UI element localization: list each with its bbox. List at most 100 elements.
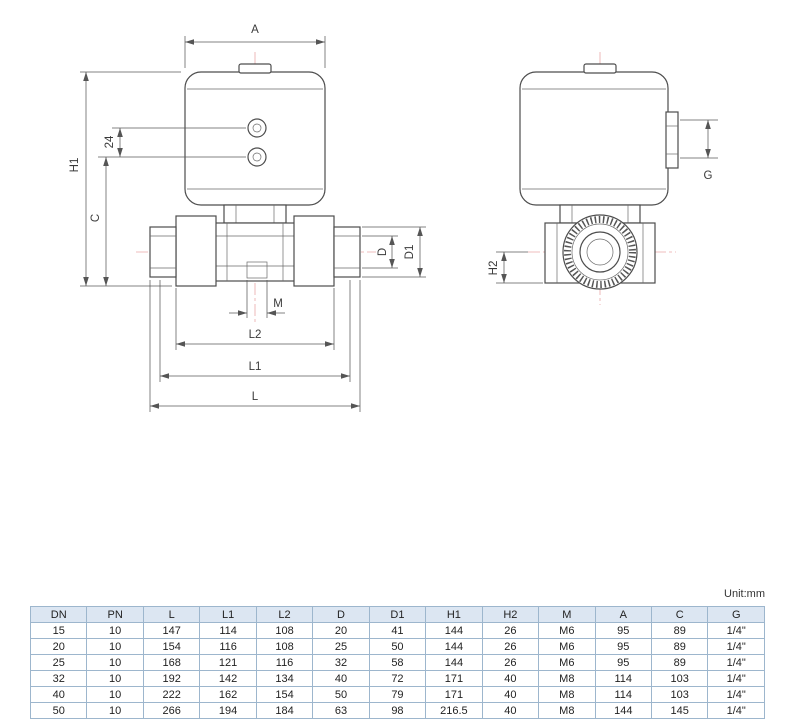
- table-cell: 142: [199, 670, 257, 687]
- table-cell: 95: [594, 622, 652, 639]
- column-header-dn: DN: [29, 606, 88, 623]
- dim-label-d: D: [377, 248, 389, 256]
- table-cell: 10: [86, 670, 144, 687]
- dim-label-l1: L1: [249, 361, 262, 373]
- table-cell: 1/4": [707, 686, 765, 703]
- side-view: G H2: [488, 52, 718, 305]
- valve-stem-boss: [246, 261, 268, 279]
- table-cell: 108: [255, 622, 314, 639]
- dim-d: D: [362, 235, 398, 269]
- pipe-end-right: [333, 226, 361, 278]
- union-nut-left: [175, 215, 217, 287]
- dim-l1: L1: [159, 280, 351, 382]
- table-cell: 41: [368, 622, 427, 639]
- actuator-top-boss: [238, 63, 272, 74]
- table-cell: 145: [650, 702, 709, 719]
- valve-body-side: [544, 214, 656, 290]
- table-cell: M6: [538, 654, 596, 671]
- table-cell: 98: [368, 702, 427, 719]
- dim-h2: H2: [488, 251, 543, 284]
- table-cell: 1/4": [707, 654, 765, 671]
- column-header-pn: PN: [86, 606, 144, 623]
- table-cell: M6: [538, 622, 596, 639]
- table-cell: M8: [538, 686, 596, 703]
- dim-m: M: [229, 280, 285, 318]
- table-cell: 95: [594, 654, 652, 671]
- dim-label-m: M: [273, 298, 283, 310]
- table-cell: 144: [425, 638, 483, 655]
- dim-label-24: 24: [104, 135, 116, 148]
- pipe-bore-face: [579, 231, 621, 273]
- dim-label-d1: D1: [404, 245, 416, 260]
- table-cell: 10: [86, 638, 144, 655]
- table-cell: 103: [650, 670, 709, 687]
- table-cell: 58: [368, 654, 427, 671]
- mounting-bracket-front: [223, 204, 287, 224]
- table-cell: M6: [538, 638, 596, 655]
- table-cell: 154: [255, 686, 314, 703]
- table-cell: 266: [142, 702, 201, 719]
- table-cell: 89: [650, 654, 709, 671]
- table-cell: 40: [29, 686, 88, 703]
- table-cell: 26: [481, 622, 540, 639]
- actuated-valve-drawing: A H1 24 C: [69, 24, 718, 412]
- table-cell: 1/4": [707, 622, 765, 639]
- table-cell: 63: [312, 702, 370, 719]
- column-header-d: D: [312, 606, 370, 623]
- dim-l: L: [149, 280, 361, 412]
- table-cell: 121: [199, 654, 257, 671]
- front-view: A H1 24 C: [69, 24, 426, 412]
- table-cell: 1/4": [707, 638, 765, 655]
- dim-label-h1: H1: [69, 158, 81, 173]
- dim-h1: H1: [69, 71, 181, 287]
- table-cell: 40: [481, 670, 540, 687]
- table-cell: 32: [312, 654, 370, 671]
- column-header-h2: H2: [481, 606, 540, 623]
- table-cell: 144: [425, 654, 483, 671]
- table-cell: M8: [538, 670, 596, 687]
- table-cell: 184: [255, 702, 314, 719]
- table-cell: 72: [368, 670, 427, 687]
- table-cell: 89: [650, 622, 709, 639]
- table-cell: 194: [199, 702, 257, 719]
- air-port-upper: [247, 118, 267, 138]
- dim-24: 24: [98, 127, 246, 158]
- dim-g: G: [680, 119, 718, 182]
- dim-d1: D1: [362, 226, 426, 278]
- table-cell: 154: [142, 638, 201, 655]
- dim-label-h2: H2: [488, 261, 500, 276]
- dim-label-g: G: [704, 170, 713, 182]
- table-cell: 15: [29, 622, 88, 639]
- table-cell: 171: [425, 686, 483, 703]
- union-nut-right: [293, 215, 335, 287]
- dim-a: A: [184, 24, 326, 68]
- dim-label-l: L: [252, 391, 259, 403]
- table-cell: 10: [86, 654, 144, 671]
- pipe-end-left: [149, 226, 177, 278]
- column-header-d1: D1: [368, 606, 427, 623]
- column-header-l1: L1: [199, 606, 257, 623]
- table-cell: 222: [142, 686, 201, 703]
- valve-body-front: [214, 222, 296, 282]
- column-header-a: A: [594, 606, 652, 623]
- table-cell: 40: [481, 702, 540, 719]
- table-cell: 50: [29, 702, 88, 719]
- table-cell: 114: [199, 622, 257, 639]
- column-header-l: L: [142, 606, 201, 623]
- table-cell: 144: [425, 622, 483, 639]
- table-cell: 26: [481, 638, 540, 655]
- table-cell: 20: [29, 638, 88, 655]
- table-cell: 40: [481, 686, 540, 703]
- table-cell: 26: [481, 654, 540, 671]
- table-cell: 114: [594, 686, 652, 703]
